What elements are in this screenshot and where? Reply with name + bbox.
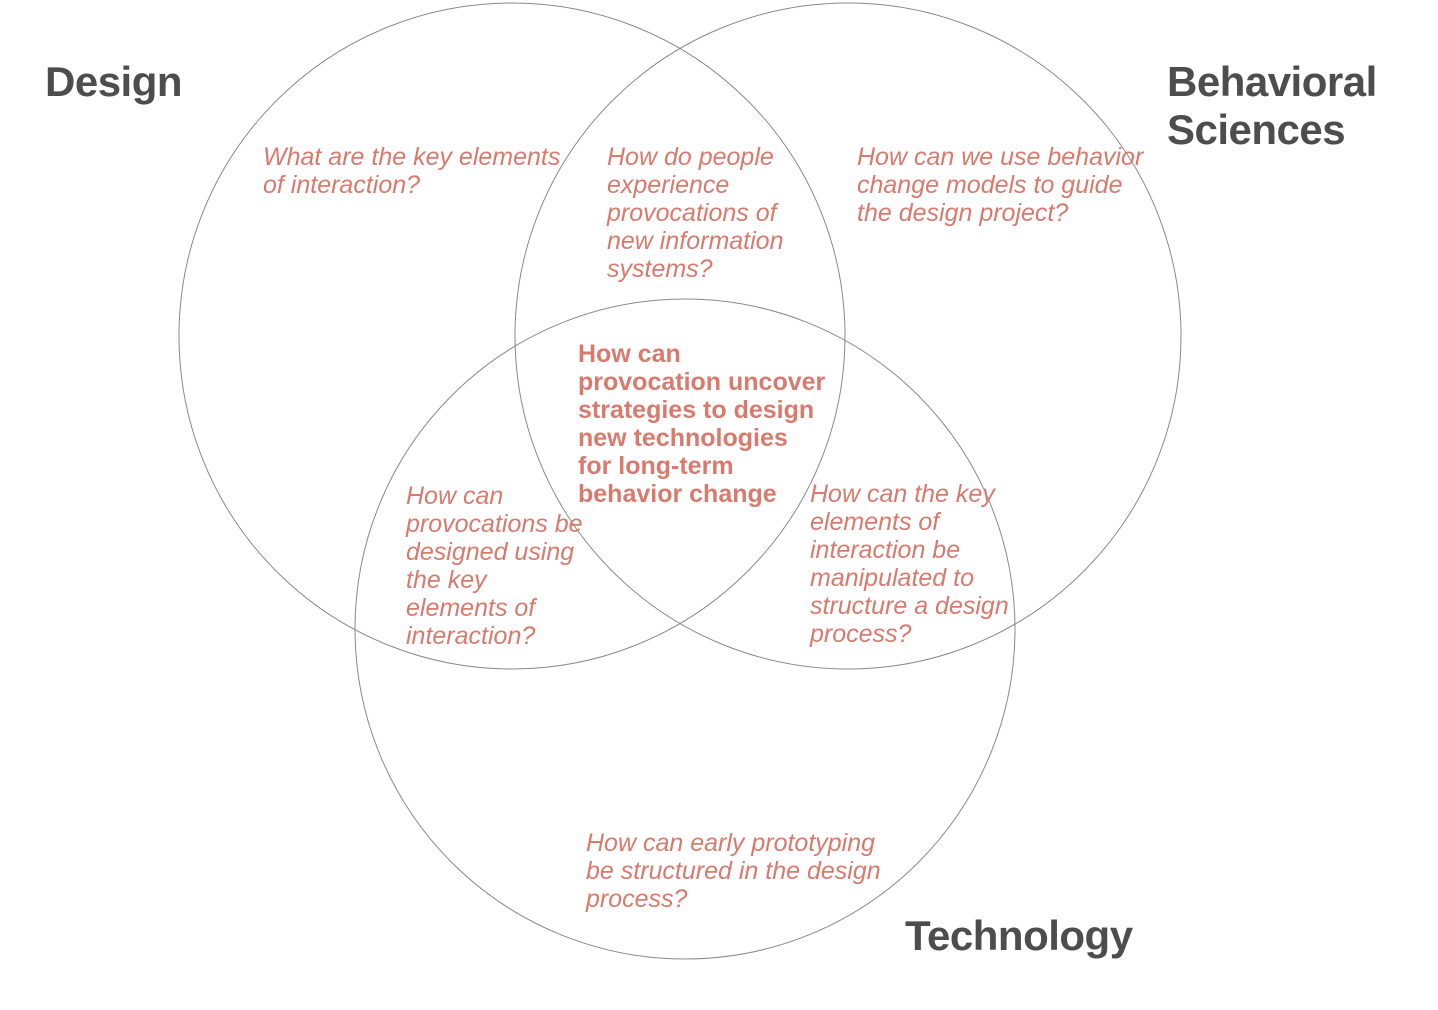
design-circle <box>178 2 846 670</box>
technology-circle <box>354 298 1016 960</box>
question-behavioral-only: How can we use behavior change models to… <box>857 143 1144 227</box>
behavioral-sciences-set-label: Behavioral Sciences <box>1167 58 1377 153</box>
question-design-technology-overlap: How can provocations be designed using t… <box>406 482 583 650</box>
question-center-all-three: How can provocation uncover strategies t… <box>578 340 826 508</box>
design-set-label: Design <box>45 58 183 105</box>
question-technology-only: How can early prototyping be structured … <box>586 829 881 913</box>
question-design-only: What are the key elements of interaction… <box>263 143 561 199</box>
question-behavioral-technology-overlap: How can the key elements of interaction … <box>810 480 1009 648</box>
technology-set-label: Technology <box>905 912 1133 959</box>
question-design-behavioral-overlap: How do people experience provocations of… <box>607 143 784 283</box>
behavioral-sciences-circle <box>514 2 1182 670</box>
